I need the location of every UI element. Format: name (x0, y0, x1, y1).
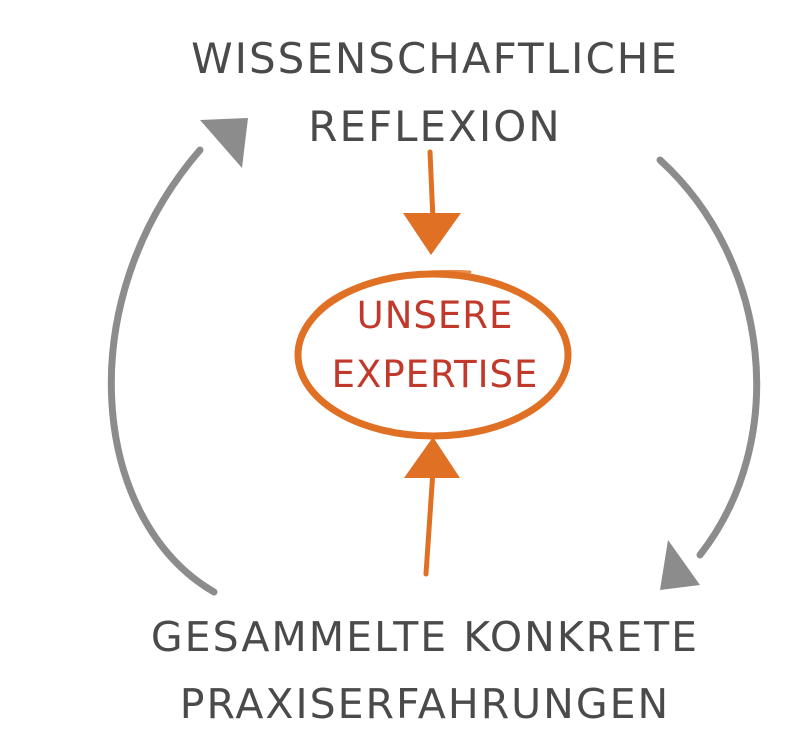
right-cycle-arrowhead (660, 540, 700, 590)
top-label-line1: WISSENSCHAFTLICHE (191, 34, 679, 83)
top-label-wissenschaftliche-reflexion: WISSENSCHAFTLICHE REFLEXION (155, 38, 715, 148)
top-label-line2: REFLEXION (308, 102, 562, 151)
top-orange-arrow-shaft (427, 149, 436, 223)
expertise-ellipse (294, 270, 572, 440)
bottom-label-line2: PRAXISERFAHRUNGEN (179, 680, 671, 728)
center-label-unsere-expertise: UNSERE EXPERTISE (295, 297, 575, 393)
bottom-label-line1: GESAMMELTE KONKRETE (150, 613, 700, 661)
bottom-orange-arrowhead (404, 437, 460, 478)
right-cycle-arc (656, 156, 761, 559)
bottom-label-praxiserfahrungen: GESAMMELTE KONKRETE PRAXISERFAHRUNGEN (95, 617, 755, 725)
bottom-orange-arrow-shaft (423, 467, 436, 577)
center-label-line2: EXPERTISE (331, 353, 539, 396)
expertise-ellipse-overstroke (303, 269, 472, 332)
left-cycle-arrowhead (200, 118, 248, 168)
center-label-line1: UNSERE (356, 294, 514, 337)
top-orange-arrowhead (403, 213, 461, 255)
left-cycle-arc (107, 146, 218, 596)
